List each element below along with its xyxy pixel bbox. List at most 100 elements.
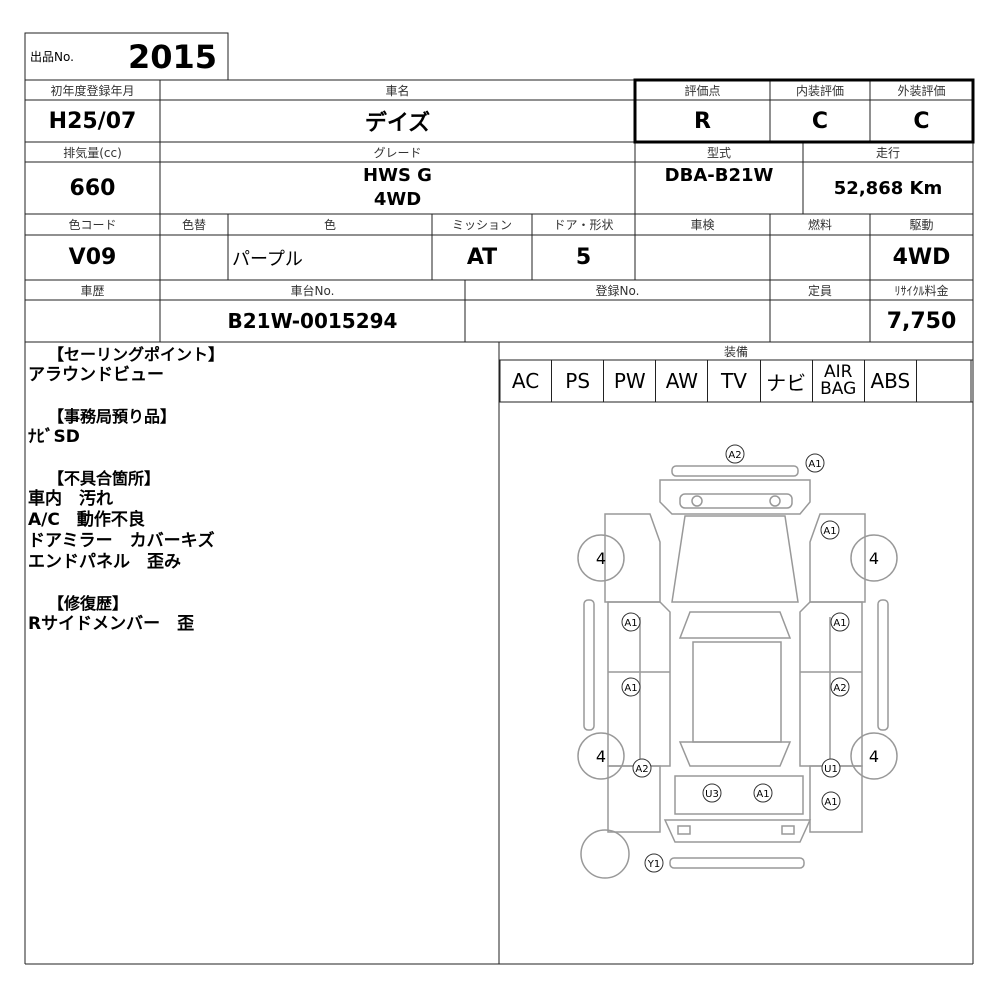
car-diagram: 4 4 4 4 A2 A1 A1 A1 A1 A1 A2 A2 U1 A1 U3… — [577, 444, 898, 879]
svg-text:A1: A1 — [808, 459, 821, 470]
transmission: AT — [466, 245, 498, 270]
displacement-label: 排気量(cc) — [63, 145, 122, 160]
grade-label: グレード — [373, 145, 422, 160]
color-name: パープル — [232, 248, 303, 270]
reg-year-label: 初年度登録年月 — [50, 83, 135, 98]
repaint — [160, 235, 228, 280]
interior-grade: C — [811, 108, 829, 134]
equip-aw: AW — [656, 360, 709, 402]
damage-marks: A2 A1 A1 A1 A1 A1 A2 A2 U1 A1 U3 A1 Y1 — [621, 444, 850, 873]
displacement: 660 — [69, 175, 116, 201]
transmission-label: ミッション — [451, 218, 512, 232]
selling-point: アラウンドビュー — [28, 365, 164, 385]
defect-item: A/C 動作不良 — [28, 510, 145, 530]
color-code-label: 色コード — [68, 218, 117, 232]
equip-ps: PS — [552, 360, 605, 402]
grade-line2: 4WD — [373, 189, 422, 210]
color-label: 色 — [323, 218, 336, 232]
damage-mark: A1 — [821, 791, 841, 811]
registration-label: 登録No. — [595, 283, 640, 298]
repair-item: Rサイドメンバー 歪 — [28, 614, 195, 634]
defect-item: エンドパネル 歪み — [28, 552, 181, 572]
tire-front-left-value: 4 — [596, 549, 606, 568]
selling-points-header: 【セーリングポイント】 — [48, 345, 225, 364]
equipment-label: 装備 — [723, 344, 748, 359]
tire-rear-left-icon — [577, 732, 625, 780]
damage-mark: A1 — [621, 612, 641, 632]
lot-label: 出品No. — [30, 50, 74, 64]
svg-text:U3: U3 — [705, 789, 719, 800]
svg-text:A1: A1 — [824, 797, 837, 808]
svg-text:A1: A1 — [823, 526, 836, 537]
score-label: 評価点 — [684, 83, 721, 98]
equip-airbag: AIR BAG — [813, 360, 865, 402]
equip-abs: ABS — [865, 360, 917, 402]
mileage-label: 走行 — [875, 145, 900, 160]
exterior-label: 外装評価 — [897, 83, 946, 98]
history — [25, 300, 160, 342]
mileage: 52,868 Km — [833, 177, 943, 199]
office-items-header: 【事務局預り品】 — [48, 407, 177, 426]
equip-ac: AC — [500, 360, 553, 402]
equip-navi: ナビ — [761, 360, 813, 402]
exterior-grade: C — [913, 108, 930, 134]
svg-text:A2: A2 — [728, 450, 741, 461]
car-name: デイズ — [364, 111, 431, 136]
damage-mark: A1 — [805, 453, 825, 473]
repair-history-header: 【修復歴】 — [48, 594, 129, 613]
damage-mark: Y1 — [644, 853, 664, 873]
damage-mark: U3 — [702, 783, 722, 803]
svg-text:U1: U1 — [824, 764, 838, 775]
fuel — [770, 235, 870, 280]
equipment-row: AC PS PW AW TV ナビ AIR BAG ABS — [500, 360, 971, 402]
doors-label: ドア・形状 — [553, 218, 614, 232]
svg-text:A2: A2 — [635, 764, 648, 775]
equip-pw: PW — [604, 360, 657, 402]
inspection-label: 車検 — [690, 218, 715, 232]
model-code: DBA-B21W — [664, 165, 774, 186]
svg-text:Y1: Y1 — [647, 859, 660, 870]
damage-mark: U1 — [821, 758, 841, 778]
svg-text:A1: A1 — [624, 618, 637, 629]
tire-front-right-value: 4 — [869, 549, 879, 568]
drive-label: 駆動 — [909, 218, 934, 232]
car-name-label: 車名 — [385, 83, 410, 98]
interior-label: 内装評価 — [795, 83, 844, 98]
capacity-label: 定員 — [807, 283, 832, 298]
lot-number: 2015 — [127, 38, 218, 76]
tire-front-right-icon — [850, 534, 898, 582]
drive: 4WD — [892, 245, 951, 270]
capacity — [770, 300, 870, 342]
svg-text:A1: A1 — [756, 789, 769, 800]
tire-rear-right-icon — [850, 732, 898, 780]
color-code: V09 — [68, 245, 117, 270]
equip-blank — [917, 360, 971, 402]
office-item: ﾅﾋﾞSD — [28, 427, 80, 447]
svg-text:A1: A1 — [624, 683, 637, 694]
grade-line1: HWS G — [363, 165, 432, 186]
damage-mark: A2 — [725, 444, 745, 464]
recycle-fee: 7,750 — [886, 308, 957, 334]
tire-rear-left-value: 4 — [596, 747, 606, 766]
registration-number — [465, 300, 770, 342]
model-label: 型式 — [706, 145, 731, 160]
fuel-label: 燃料 — [807, 218, 832, 232]
inspection — [635, 235, 770, 280]
chassis-number: B21W-0015294 — [227, 309, 398, 333]
notes-panel: 【セーリングポイント】 アラウンドビュー 【事務局預り品】 ﾅﾋﾞSD 【不具合… — [28, 344, 493, 635]
equip-tv: TV — [708, 360, 761, 402]
recycle-fee-label: ﾘｻｲｸﾙ料金 — [894, 283, 949, 298]
defects-header: 【不具合箇所】 — [48, 469, 161, 488]
svg-text:A2: A2 — [833, 683, 846, 694]
history-label: 車歴 — [80, 283, 105, 298]
score: R — [694, 108, 711, 134]
svg-text:A1: A1 — [833, 618, 846, 629]
repaint-label: 色替 — [181, 218, 206, 232]
car-outline — [580, 465, 889, 879]
damage-mark: A2 — [632, 758, 652, 778]
tire-front-left-icon — [577, 534, 625, 582]
tires: 4 4 4 4 — [577, 534, 898, 780]
defect-item: 車内 汚れ — [28, 489, 113, 509]
damage-mark: A1 — [753, 783, 773, 803]
tire-rear-right-value: 4 — [869, 747, 879, 766]
